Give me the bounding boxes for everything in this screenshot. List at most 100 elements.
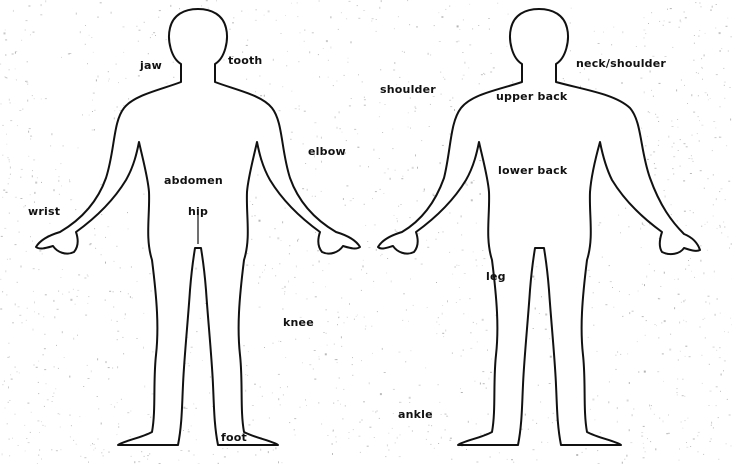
noise-speck (408, 127, 409, 128)
noise-speck (654, 414, 655, 415)
noise-speck (139, 30, 141, 31)
noise-speck (645, 335, 646, 336)
noise-speck (471, 182, 473, 184)
noise-speck (337, 362, 338, 363)
noise-speck (359, 422, 361, 423)
noise-speck (598, 225, 599, 226)
noise-speck (388, 433, 389, 434)
noise-speck (26, 81, 28, 82)
noise-speck (489, 29, 490, 30)
noise-speck (431, 425, 432, 426)
noise-speck (144, 456, 145, 457)
noise-speck (469, 4, 470, 5)
noise-speck (128, 293, 129, 294)
noise-speck (309, 338, 310, 339)
noise-speck (27, 403, 29, 404)
noise-speck (9, 455, 10, 456)
noise-speck (39, 450, 40, 451)
noise-speck (233, 17, 234, 18)
noise-speck (344, 322, 345, 323)
noise-speck (415, 106, 416, 108)
noise-speck (644, 284, 645, 286)
noise-speck (85, 44, 86, 45)
noise-speck (38, 269, 39, 270)
noise-speck (334, 344, 335, 345)
noise-speck (335, 359, 336, 360)
noise-speck (117, 366, 118, 368)
noise-speck (684, 211, 686, 212)
noise-speck (408, 112, 409, 113)
noise-speck (295, 339, 296, 340)
noise-speck (32, 170, 33, 171)
noise-speck (699, 141, 700, 142)
noise-speck (536, 423, 537, 424)
noise-speck (352, 357, 353, 358)
noise-speck (288, 281, 289, 283)
noise-speck (286, 65, 287, 66)
noise-speck (351, 98, 352, 99)
noise-speck (646, 276, 647, 278)
noise-speck (713, 174, 714, 175)
noise-speck (105, 237, 106, 238)
noise-speck (18, 445, 19, 446)
noise-speck (651, 12, 652, 13)
noise-speck (463, 313, 464, 314)
noise-speck (337, 324, 338, 325)
noise-speck (672, 47, 673, 48)
noise-speck (45, 426, 46, 427)
noise-speck (476, 423, 477, 424)
noise-speck (608, 401, 609, 403)
noise-speck (149, 453, 150, 454)
noise-speck (12, 322, 14, 323)
noise-speck (144, 386, 145, 388)
noise-speck (152, 393, 154, 394)
noise-speck (641, 128, 642, 129)
noise-speck (677, 394, 678, 395)
noise-speck (114, 406, 115, 408)
noise-speck (415, 108, 416, 109)
noise-speck (280, 341, 281, 342)
noise-speck (304, 41, 305, 42)
noise-speck (645, 451, 646, 452)
noise-speck (117, 339, 118, 340)
noise-speck (304, 30, 305, 31)
noise-speck (3, 125, 4, 126)
noise-speck (28, 442, 30, 443)
noise-speck (683, 180, 685, 181)
noise-speck (693, 212, 694, 213)
noise-speck (152, 351, 153, 352)
noise-speck (0, 279, 1, 280)
noise-speck (10, 374, 11, 375)
noise-speck (441, 94, 442, 95)
noise-speck (325, 286, 326, 287)
noise-speck (306, 298, 308, 299)
noise-speck (672, 126, 674, 127)
noise-speck (278, 341, 279, 342)
noise-speck (90, 445, 91, 446)
noise-speck (314, 379, 316, 380)
noise-speck (417, 200, 418, 201)
noise-speck (367, 446, 369, 447)
noise-speck (94, 235, 96, 236)
noise-speck (464, 273, 466, 274)
noise-speck (491, 53, 492, 54)
noise-speck (246, 265, 248, 266)
noise-speck (397, 437, 398, 439)
noise-speck (31, 412, 32, 413)
noise-speck (408, 170, 409, 171)
noise-speck (281, 462, 282, 463)
noise-speck (547, 442, 548, 443)
noise-speck (87, 63, 88, 64)
noise-speck (654, 163, 655, 164)
noise-speck (728, 51, 729, 52)
noise-speck (360, 452, 361, 453)
noise-speck (282, 288, 284, 289)
noise-speck (258, 283, 259, 284)
noise-speck (458, 265, 459, 266)
noise-speck (21, 40, 22, 41)
noise-speck (111, 320, 112, 321)
noise-speck (255, 91, 256, 92)
noise-speck (297, 16, 298, 17)
noise-speck (713, 347, 715, 348)
noise-speck (147, 414, 149, 415)
